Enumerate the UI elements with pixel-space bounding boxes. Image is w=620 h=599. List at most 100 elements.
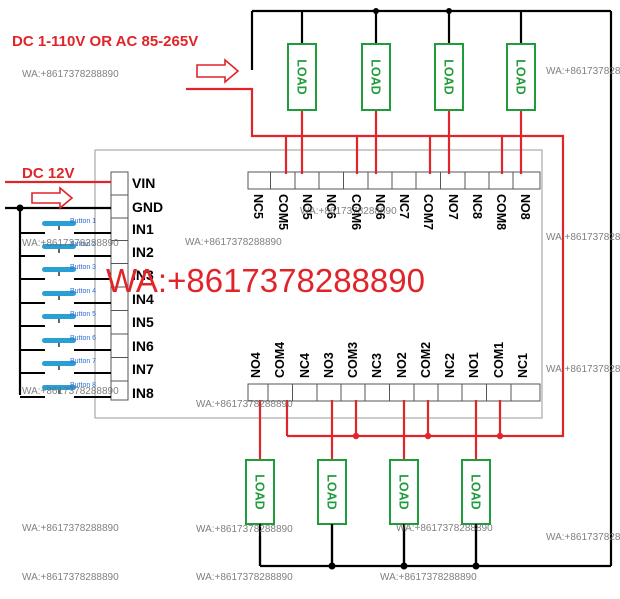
- supply-voltage-label: DC 1-110V OR AC 85-265V: [12, 33, 198, 50]
- dc-12v-label: DC 12V: [22, 165, 75, 182]
- terminal-nc6: NC6: [324, 194, 338, 219]
- bottom-load-2: LOAD: [317, 459, 347, 525]
- watermark-small: WA:+8617378288890: [22, 523, 119, 534]
- watermark-small: WA:+8617378288890: [22, 238, 119, 249]
- terminal-no8: NO8: [518, 194, 532, 220]
- button-label: Button 1: [70, 218, 96, 225]
- red-junction-dots: [352, 432, 504, 440]
- button-4: Button 4: [20, 288, 111, 304]
- watermark-small: WA:+8617378288890: [196, 399, 293, 410]
- button-label: Button 7: [70, 358, 96, 365]
- terminal-nc5: NC5: [251, 194, 265, 219]
- load-label: LOAD: [442, 59, 456, 94]
- pin-label-vin: VIN: [132, 175, 155, 191]
- watermark-small: WA:+8617378288890: [380, 572, 477, 583]
- terminal-com2: COM2: [419, 342, 433, 378]
- pin-label-in7: IN7: [132, 361, 154, 377]
- watermark-small: WA:+8617378288890: [185, 237, 282, 248]
- pin-label-in6: IN6: [132, 338, 154, 354]
- terminal-nc3: NC3: [370, 353, 384, 378]
- terminal-com8: COM8: [494, 194, 508, 230]
- watermark-small: WA:+8617378288890: [546, 532, 620, 543]
- terminal-no3: NO3: [322, 352, 336, 378]
- button-2: Button 2: [20, 241, 111, 257]
- terminal-com4: COM4: [273, 342, 287, 378]
- watermark-small: WA:+8617378288890: [22, 386, 119, 397]
- top-loads: LOAD LOAD LOAD LOAD: [287, 43, 536, 111]
- terminal-no1: NO1: [467, 352, 481, 378]
- terminal-nc4: NC4: [298, 353, 312, 378]
- pin-label-in1: IN1: [132, 221, 154, 237]
- load-label: LOAD: [469, 474, 483, 509]
- watermark-small: WA:+8617378288890: [546, 232, 620, 243]
- watermark-small: WA:+8617378288890: [22, 69, 119, 80]
- terminal-com5: COM5: [276, 194, 290, 230]
- watermark-main: WA:+8617378288890: [106, 262, 425, 299]
- load-label: LOAD: [295, 59, 309, 94]
- top-load-4: LOAD: [506, 43, 536, 111]
- button-label: Button 3: [70, 264, 96, 271]
- load-label: LOAD: [397, 474, 411, 509]
- terminal-no6: NO6: [373, 194, 387, 220]
- load-label: LOAD: [253, 474, 267, 509]
- button-1: Button 1: [20, 218, 111, 234]
- terminal-nc7: NC7: [397, 194, 411, 219]
- input-pin-header: [110, 171, 129, 401]
- terminal-com6: COM6: [349, 194, 363, 230]
- load-label: LOAD: [514, 59, 528, 94]
- button-label: Button 2: [70, 241, 96, 248]
- bottom-terminal-labels: NO4 COM4 NC4 NO3 COM3 NC3 NO2 COM2 NC2 NO1 COM1 NC1: [249, 342, 530, 378]
- button-label: Button 4: [70, 288, 96, 295]
- top-load-1: LOAD: [287, 43, 317, 111]
- terminal-no7: NO7: [446, 194, 460, 220]
- terminal-no5: NO5: [300, 194, 314, 220]
- terminal-no4: NO4: [249, 352, 263, 378]
- watermark-small: WA:+8617378288890: [396, 523, 493, 534]
- watermark-small: WA:+8617378288890: [300, 206, 397, 217]
- load-label: LOAD: [369, 59, 383, 94]
- button-label: Button 8: [70, 382, 96, 389]
- pin-label-gnd: GND: [132, 199, 163, 215]
- top-load-2: LOAD: [361, 43, 391, 111]
- watermark-small: WA:+8617378288890: [196, 524, 293, 535]
- pin-label-in2: IN2: [132, 244, 154, 260]
- button-5: Button 5: [20, 311, 111, 327]
- relay-module-board: [94, 149, 543, 419]
- watermark-small: WA:+8617378288890: [546, 364, 620, 375]
- button-label: Button 6: [70, 335, 96, 342]
- terminal-nc8: NC8: [470, 194, 484, 219]
- pin-label-in5: IN5: [132, 314, 154, 330]
- terminal-nc2: NC2: [443, 353, 457, 378]
- bottom-load-4: LOAD: [461, 459, 491, 525]
- load-label: LOAD: [325, 474, 339, 509]
- top-terminal-labels: NC5 COM5 NO5 NC6 COM6 NO6 NC7 COM7 NO7 NC8 COM8 NO8: [251, 194, 532, 230]
- red-wiring: [5, 87, 565, 460]
- terminal-no2: NO2: [395, 352, 409, 378]
- watermark-small: WA:+8617378288890: [546, 66, 620, 77]
- bottom-loads: LOAD LOAD LOAD LOAD: [245, 459, 491, 566]
- pin-label-in4: IN4: [132, 291, 154, 307]
- input-buttons: Button 1 Button 2 Button 3 Button 4 Button 5…: [20, 218, 111, 398]
- button-7: Button 7: [20, 358, 111, 374]
- bottom-load-1: LOAD: [245, 459, 275, 525]
- top-load-3: LOAD: [434, 43, 464, 111]
- watermark-small: WA:+8617378288890: [196, 572, 293, 583]
- pin-label-in3: IN3: [132, 267, 154, 283]
- supply-arrow-icon: [31, 58, 240, 210]
- button-3: Button 3: [20, 264, 111, 280]
- pin-header-dividers: [111, 194, 128, 382]
- bottom-terminal-block: [247, 383, 541, 402]
- terminal-com1: COM1: [492, 342, 506, 378]
- terminal-com7: COM7: [421, 194, 435, 230]
- pin-label-in8: IN8: [132, 385, 154, 401]
- bottom-load-3: LOAD: [389, 459, 419, 525]
- button-label: Button 5: [70, 311, 96, 318]
- terminal-nc1: NC1: [516, 353, 530, 378]
- watermark-small: WA:+8617378288890: [22, 572, 119, 583]
- button-6: Button 6: [20, 335, 111, 351]
- terminal-com3: COM3: [346, 342, 360, 378]
- top-terminal-block: [247, 171, 541, 190]
